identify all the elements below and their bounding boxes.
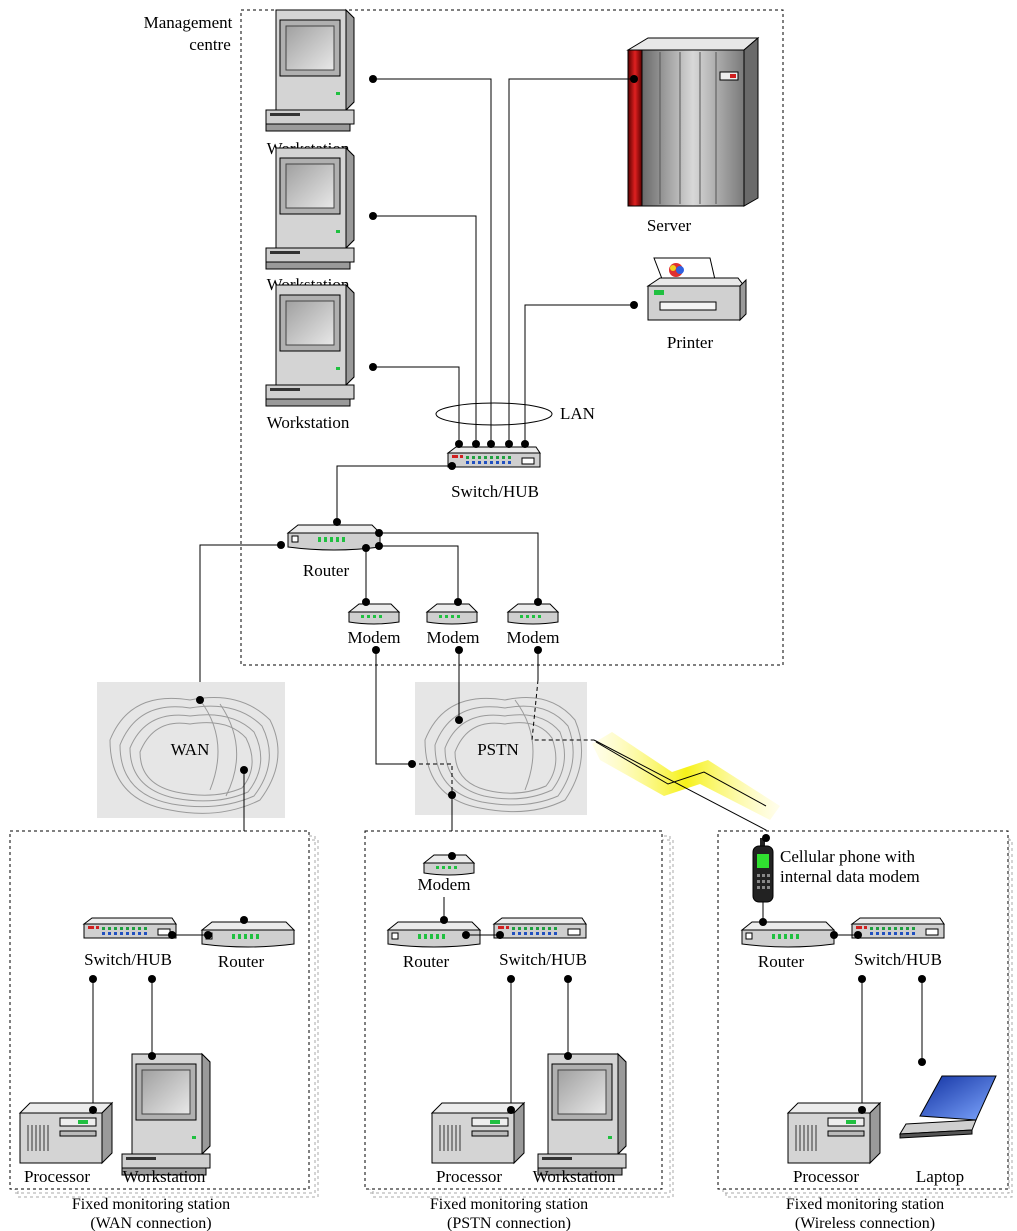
- workstation-3-icon: [265, 284, 355, 407]
- station-1-processor-label: Processor: [24, 1167, 90, 1186]
- station-1-wiring: [92, 979, 153, 1110]
- wan-label: WAN: [171, 740, 210, 759]
- modem-1-label: Modem: [348, 628, 401, 647]
- pstn-label: PSTN: [477, 740, 519, 759]
- cloud-dashed-wiring: [412, 679, 594, 795]
- station-2-wiring: [510, 979, 569, 1110]
- management-switch-label: Switch/HUB: [451, 482, 539, 501]
- station-3-stack-border: [722, 835, 1013, 1198]
- station-2-processor-label: Processor: [436, 1167, 502, 1186]
- station-2-router-label: Router: [403, 952, 450, 971]
- station-2-workstation-label: Workstation: [533, 1167, 616, 1186]
- station-1-processor-icon: [19, 1102, 113, 1164]
- station-1-caption-line1: Fixed monitoring station: [72, 1196, 230, 1213]
- cellular-phone-icon: [752, 838, 774, 903]
- workstation-3-label: Workstation: [267, 413, 350, 432]
- connection-dots: [89, 75, 926, 1114]
- lan-label: LAN: [560, 404, 595, 423]
- station-3-caption-line1: Fixed monitoring station: [786, 1196, 944, 1213]
- server-icon: [626, 36, 760, 207]
- station-2-modem-label: Modem: [418, 875, 471, 894]
- management-centre-border: [240, 9, 784, 666]
- lan-ellipse: [435, 402, 553, 426]
- server-label: Server: [647, 216, 692, 235]
- station-3-wiring: [861, 979, 923, 1110]
- station-2-workstation-icon: [537, 1053, 627, 1176]
- workstation-2-icon: [265, 147, 355, 270]
- station-1-switch-icon: [83, 917, 177, 939]
- modem-2-label: Modem: [427, 628, 480, 647]
- management-router-label: Router: [303, 561, 350, 580]
- management-centre-title-line1: Management: [144, 13, 233, 32]
- station-1-workstation-icon: [121, 1053, 211, 1176]
- station-2-switch-label: Switch/HUB: [499, 950, 587, 969]
- station-1-switch-label: Switch/HUB: [84, 950, 172, 969]
- management-switch-icon: [447, 446, 541, 468]
- workstation-1-icon: [265, 9, 355, 132]
- wan-cloud: [97, 682, 285, 818]
- station-3-processor-label: Processor: [793, 1167, 859, 1186]
- modem-2-icon: [426, 603, 478, 625]
- station-3-switch-icon: [851, 917, 945, 939]
- station-2-caption-line1: Fixed monitoring station: [430, 1196, 588, 1213]
- station-1-router-icon: [201, 921, 295, 948]
- station-1-caption-line2: (WAN connection): [90, 1215, 211, 1231]
- wireless-link-beam: [592, 732, 780, 820]
- station-3-laptop-label: Laptop: [916, 1167, 964, 1186]
- printer-icon: [646, 257, 747, 322]
- station-1-workstation-label: Workstation: [123, 1167, 206, 1186]
- modem-1-icon: [348, 603, 400, 625]
- phone-label-line2: internal data modem: [780, 867, 920, 886]
- printer-label: Printer: [667, 333, 714, 352]
- router-modem-wiring: [199, 532, 539, 700]
- modem-3-label: Modem: [507, 628, 560, 647]
- station-3-processor-icon: [787, 1102, 881, 1164]
- station-2-caption-line2: (PSTN connection): [447, 1215, 571, 1231]
- phone-label-line1: Cellular phone with: [780, 847, 916, 866]
- modem-3-icon: [507, 603, 559, 625]
- station-3-router-label: Router: [758, 952, 805, 971]
- station-2-switch-icon: [493, 917, 587, 939]
- station-3-router-icon: [741, 921, 835, 948]
- station-3-switch-label: Switch/HUB: [854, 950, 942, 969]
- management-centre-title-line2: centre: [189, 35, 231, 54]
- lan-wiring: [336, 78, 634, 522]
- laptop-icon: [899, 1075, 997, 1139]
- station-1-router-label: Router: [218, 952, 265, 971]
- station-3-caption-line2: (Wireless connection): [795, 1215, 935, 1231]
- pstn-cloud: [415, 682, 587, 815]
